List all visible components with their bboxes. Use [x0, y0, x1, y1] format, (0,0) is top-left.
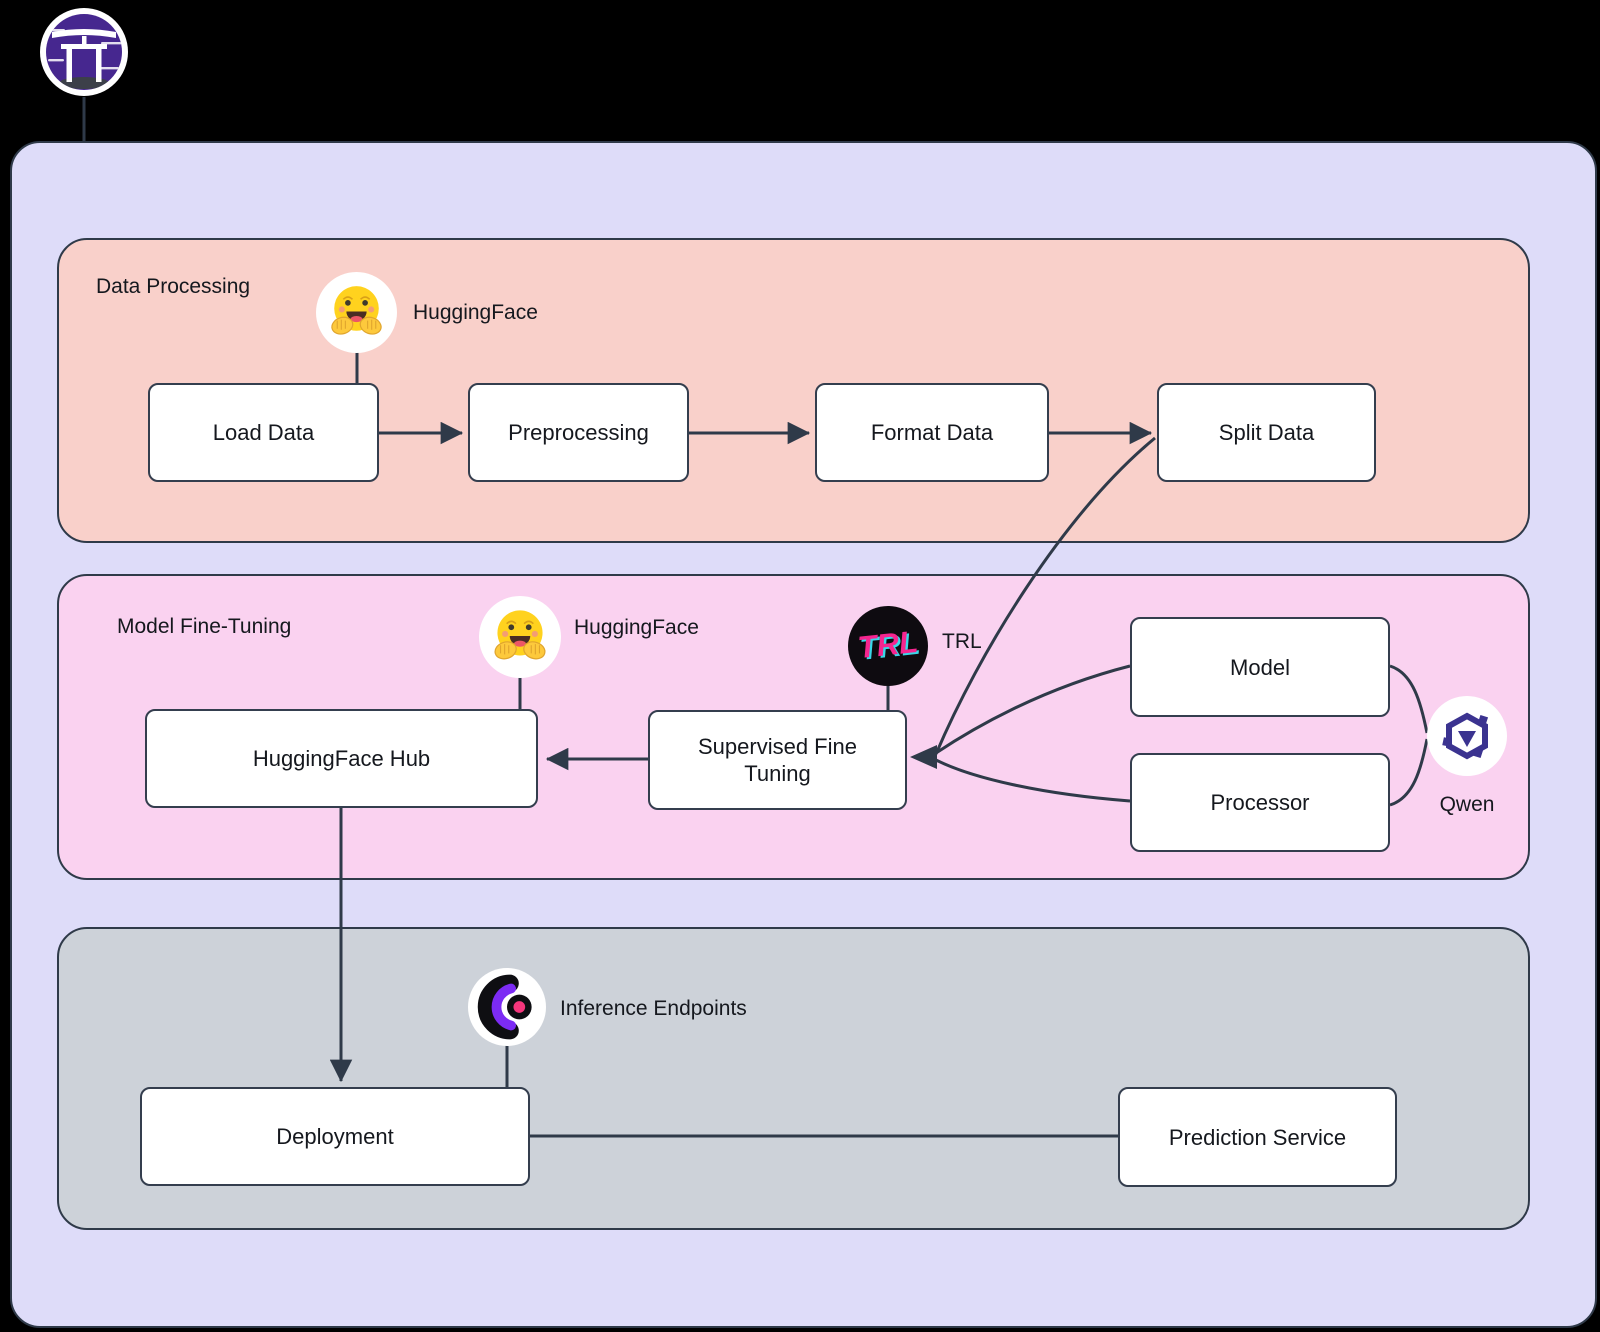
node-preprocessing-label: Preprocessing: [508, 420, 649, 445]
svg-text:TRL: TRL: [856, 624, 920, 665]
node-format-data: Format Data: [815, 383, 1049, 482]
torii-gate-icon: [39, 7, 129, 97]
section-title-data-processing: Data Processing: [96, 275, 251, 298]
node-prediction-service-label: Prediction Service: [1168, 1124, 1347, 1150]
node-huggingface-hub: HuggingFace Hub: [145, 709, 538, 808]
trl-icon: TRL TRL: [848, 606, 928, 686]
edge-processor-to-sft: [935, 758, 1131, 803]
node-prediction-service: Prediction Service: [1118, 1087, 1397, 1187]
node-format-data-label: Format Data: [870, 420, 994, 445]
node-processor-label: Processor: [1210, 790, 1310, 815]
huggingface-badge-label: HuggingFace: [413, 301, 538, 324]
node-load-data: Load Data: [148, 383, 379, 482]
sft-arrowhead: [910, 745, 937, 769]
node-load-data-label: Load Data: [212, 420, 315, 445]
svg-text:TRL: TRL: [858, 626, 922, 667]
node-split-data: Split Data: [1157, 383, 1376, 482]
huggingface-emoji-icon: [316, 272, 397, 353]
inference-endpoints-icon: [468, 968, 546, 1046]
node-model: Model: [1130, 617, 1390, 717]
edge-processor-to-qwen: [1389, 738, 1429, 807]
node-deployment: Deployment: [140, 1087, 530, 1186]
qwen-badge-label: Qwen: [1439, 793, 1495, 816]
node-huggingface-hub-label: HuggingFace Hub: [252, 746, 431, 771]
node-supervised-fine-tuning-label: Supervised Fine Tuning: [698, 734, 857, 786]
node-deployment-label: Deployment: [276, 1124, 394, 1149]
edge-split-to-sft: [934, 436, 1156, 755]
huggingface-emoji-icon: [479, 596, 561, 678]
node-split-data-label: Split Data: [1218, 420, 1315, 445]
node-supervised-fine-tuning: Supervised Fine Tuning: [648, 710, 907, 810]
node-processor: Processor: [1130, 753, 1390, 852]
trl-badge-label: TRL: [942, 630, 982, 653]
node-model-label: Model: [1230, 654, 1290, 680]
edge-model-to-qwen: [1389, 664, 1429, 734]
inference-endpoints-badge-label: Inference Endpoints: [560, 997, 747, 1020]
section-title-model-fine-tuning: Model Fine-Tuning: [117, 615, 292, 638]
node-preprocessing: Preprocessing: [468, 383, 689, 482]
qwen-icon: [1427, 696, 1507, 776]
edge-model-to-sft: [935, 664, 1131, 755]
huggingface-badge-label: HuggingFace: [574, 616, 699, 639]
